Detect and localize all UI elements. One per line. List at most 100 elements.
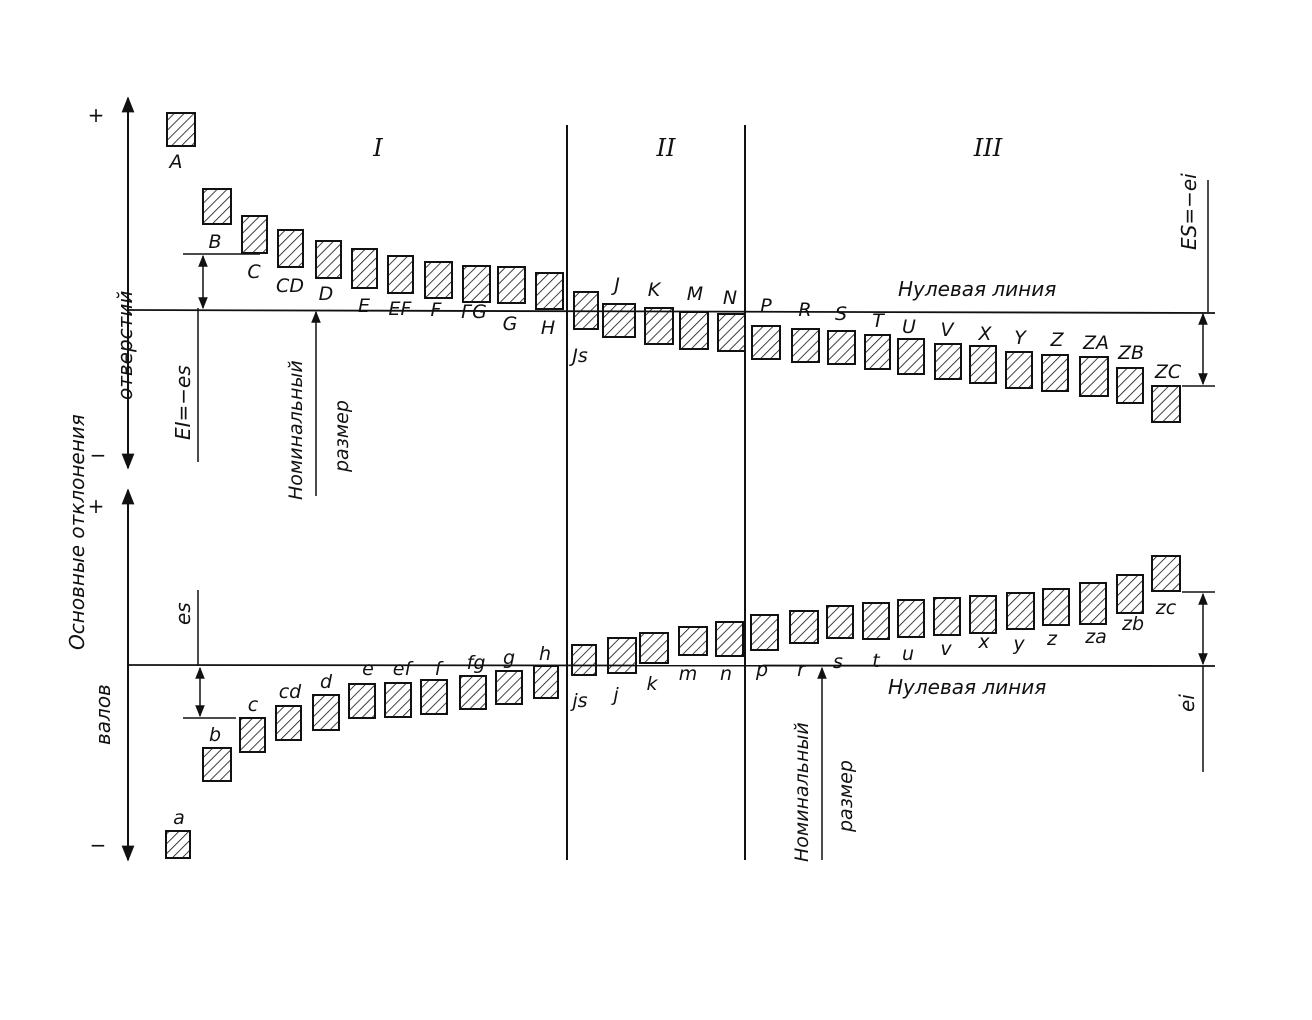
zone-label-3: III <box>973 134 1003 162</box>
shaft-zone-f <box>420 679 448 715</box>
hole-zone-t <box>864 334 891 370</box>
hole-letter-za: ZA <box>1082 332 1109 354</box>
hole-letter-f: F <box>431 299 443 321</box>
shaft-letter-f: f <box>435 658 445 680</box>
shafts-minus-sign: − <box>90 833 107 857</box>
hole-zone-f <box>424 261 453 299</box>
hole-zone-zb <box>1116 367 1144 404</box>
hole-letter-g: G <box>503 313 518 335</box>
nominal-size-label-lower: Номинальный <box>791 722 813 862</box>
hole-letter-zc: ZC <box>1154 361 1182 383</box>
shaft-letter-p: p <box>755 659 768 681</box>
hole-zone-e <box>351 248 378 289</box>
shaft-zone-u <box>897 599 925 638</box>
shaft-zone-js <box>571 644 597 676</box>
shaft-letter-r: r <box>797 659 806 681</box>
hole-letter-p: P <box>760 295 772 317</box>
shaft-letter-n: n <box>720 663 732 685</box>
hole-zone-d <box>315 240 342 279</box>
hole-zone-v <box>934 343 962 380</box>
hole-letter-y: Y <box>1014 327 1027 349</box>
hole-zone-h <box>535 272 564 310</box>
hole-zone-js <box>573 291 599 330</box>
hole-zone-y <box>1005 351 1033 389</box>
hole-letter-d: D <box>319 283 334 305</box>
shaft-zone-x <box>969 595 997 634</box>
shaft-zone-e <box>348 683 376 719</box>
shaft-letter-h: h <box>539 643 551 665</box>
shaft-zone-y <box>1006 592 1035 630</box>
shaft-letter-g: g <box>503 647 515 669</box>
shaft-zone-m <box>678 626 708 656</box>
holes-plus-sign: + <box>88 103 105 127</box>
shaft-letter-m: m <box>679 663 698 685</box>
shaft-zone-n <box>715 621 744 657</box>
hole-zone-u <box>897 338 925 375</box>
shaft-letter-zb: zb <box>1121 613 1144 635</box>
hole-letter-j: J <box>610 274 620 296</box>
holes-minus-sign: − <box>90 443 107 467</box>
shaft-letter-k: k <box>646 673 658 695</box>
shaft-zone-k <box>639 632 669 664</box>
hole-zone-n <box>717 313 746 352</box>
shaft-letter-z: z <box>1046 628 1058 650</box>
hole-zone-x <box>969 345 997 384</box>
shaft-zone-t <box>862 602 890 640</box>
shaft-letter-e: e <box>362 658 374 680</box>
shaft-letter-c: c <box>248 694 259 716</box>
hole-letter-zb: ZB <box>1117 342 1144 364</box>
hole-letter-x: X <box>977 323 992 345</box>
hole-letter-v: V <box>941 319 956 341</box>
shafts-ei-label: ei <box>1175 694 1199 712</box>
hole-zone-ef <box>387 255 414 294</box>
shaft-zone-v <box>933 597 961 636</box>
shafts-es-label: es <box>171 602 195 625</box>
hole-zone-m <box>679 311 709 350</box>
hole-letter-s: S <box>835 303 847 325</box>
hole-zone-k <box>644 307 674 345</box>
shaft-zone-zb <box>1116 574 1144 614</box>
hole-letter-b: B <box>208 231 221 253</box>
hole-zone-j <box>602 303 636 338</box>
hole-letter-t: T <box>872 310 885 332</box>
shaft-zone-j <box>607 637 637 674</box>
hole-zone-b <box>202 188 232 225</box>
holes-ei-label: EI=−es <box>171 365 195 440</box>
shaft-zone-b <box>202 747 232 782</box>
basic-deviations-label: Основные отклонения <box>65 414 89 650</box>
zone-label-2: II <box>656 134 676 162</box>
hole-letter-r: R <box>798 299 811 321</box>
hole-zone-z <box>1041 354 1069 392</box>
nominal-size-label-lower-2: размер <box>835 760 857 833</box>
shaft-zone-p <box>750 614 779 651</box>
hole-letter-js: Js <box>568 345 588 367</box>
shaft-letter-x: x <box>977 631 990 653</box>
hole-zone-s <box>827 330 856 365</box>
shaft-letter-za: za <box>1084 626 1107 648</box>
nominal-size-label-upper: Номинальный <box>285 360 307 500</box>
shaft-zone-z <box>1042 588 1070 626</box>
shaft-zone-ef <box>384 682 412 718</box>
shaft-letter-v: v <box>940 638 952 660</box>
shaft-letter-cd: cd <box>279 681 302 703</box>
hole-zone-r <box>791 328 820 363</box>
shaft-letter-js: js <box>569 690 587 712</box>
hole-letter-u: U <box>902 316 916 338</box>
hole-letter-k: K <box>648 279 662 301</box>
holes-zero-line-label: Нулевая линия <box>898 277 1056 301</box>
shafts-label: валов <box>91 684 115 745</box>
hole-zone-p <box>751 325 781 360</box>
hole-letter-n: N <box>723 287 737 309</box>
hole-letter-ef: EF <box>389 298 413 320</box>
zone-label-1: I <box>372 134 383 162</box>
hole-zone-zc <box>1151 385 1181 423</box>
shafts-zero-line-label: Нулевая линия <box>888 675 1046 699</box>
shaft-zone-r <box>789 610 819 644</box>
hole-letter-cd: CD <box>276 275 304 297</box>
shaft-zone-g <box>495 670 523 705</box>
shaft-zone-zc <box>1151 555 1181 592</box>
shaft-zone-d <box>312 694 340 731</box>
hole-letter-e: E <box>358 295 370 317</box>
